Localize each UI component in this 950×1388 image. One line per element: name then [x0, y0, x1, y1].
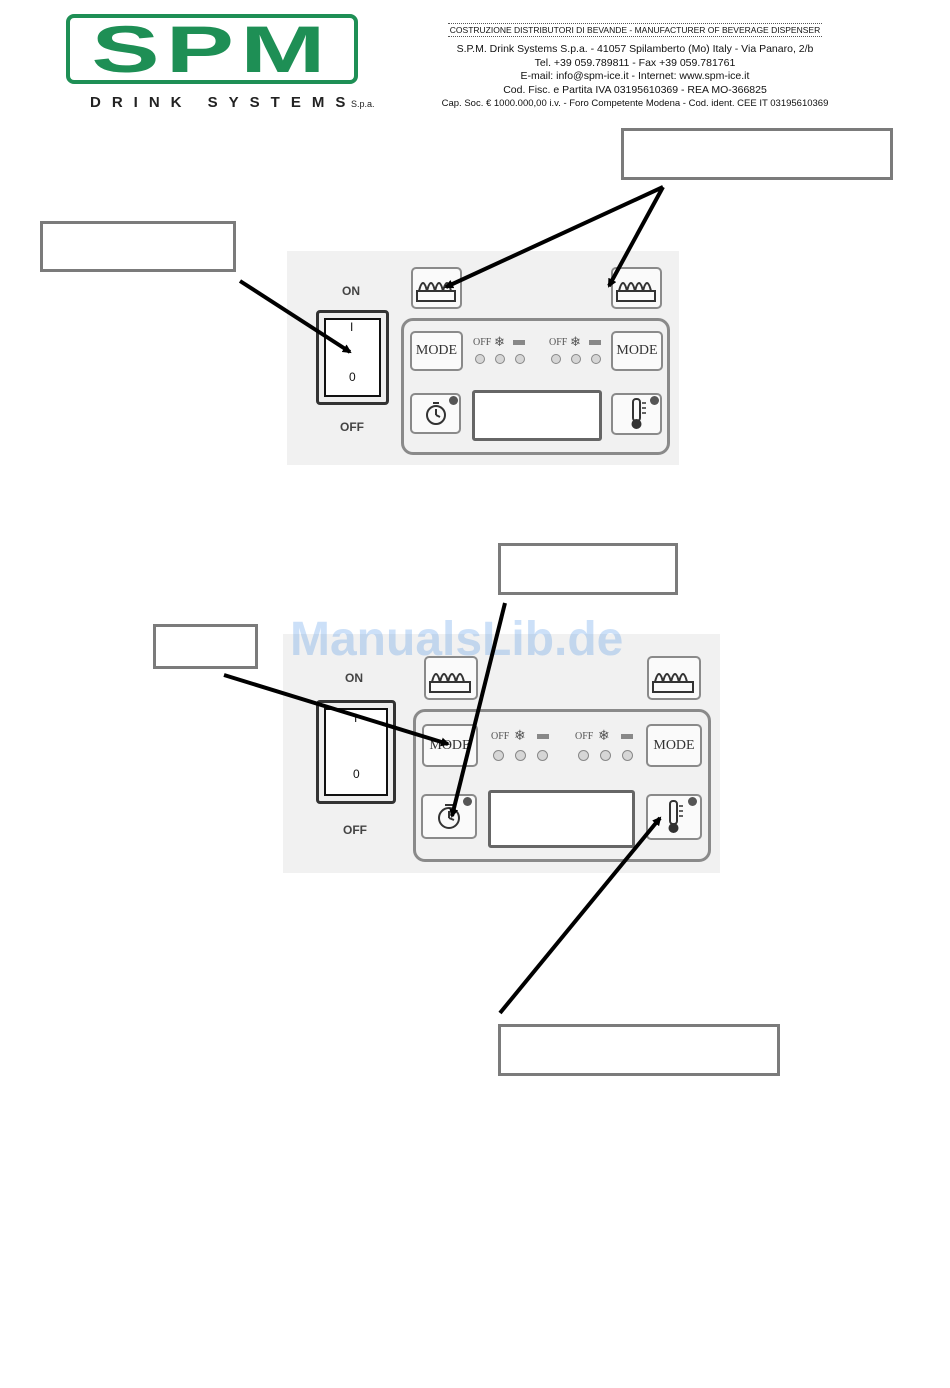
indicator-off-label: OFF: [491, 731, 510, 742]
status-led: [537, 750, 548, 761]
electronic-controller-1: [401, 318, 670, 455]
switch-off-mark: 0: [353, 767, 360, 781]
coil-icon: [616, 282, 656, 302]
heat-bar-icon: [621, 734, 633, 739]
company-tax: Cod. Fisc. e Partita IVA 03195610369 - R…: [503, 83, 767, 96]
logo-text: SPM: [91, 12, 333, 86]
company-address: S.P.M. Drink Systems S.p.a. - 41057 Spil…: [456, 43, 814, 55]
indicator-off-label: OFF: [473, 337, 492, 348]
company-logo: SPM: [66, 14, 358, 84]
heat-bar-icon: [513, 340, 525, 345]
snow-icon: ❄: [494, 334, 505, 349]
company-tagline: COSTRUZIONE DISTRIBUTORI DI BEVANDE - MA…: [447, 23, 823, 37]
status-led: [578, 750, 589, 761]
arrow-to-thermometer: [498, 816, 662, 1015]
switch-off-label: OFF: [343, 823, 367, 837]
heat-bar-icon: [537, 734, 549, 739]
company-capital: Cap. Soc. € 1000.000,00 i.v. - Foro Comp…: [441, 98, 829, 109]
coil-button-left[interactable]: [424, 656, 478, 700]
watermark: ManualsLib.de: [290, 613, 624, 666]
switch-off-mark: 0: [349, 370, 356, 384]
switch-on-label: ON: [342, 284, 360, 298]
snow-icon: ❄: [570, 334, 581, 349]
main-power-switch[interactable]: I 0: [316, 310, 389, 405]
coil-button-right[interactable]: [611, 267, 662, 309]
indicator-off-label: OFF: [575, 731, 594, 742]
status-led: [493, 750, 504, 761]
arrow-to-coil-right: [607, 186, 665, 288]
thermometer-led: [688, 797, 697, 806]
thermometer-icon: [668, 800, 683, 833]
logo-suffix: S.p.a.: [351, 99, 375, 109]
status-led: [515, 750, 526, 761]
status-led: [495, 354, 505, 364]
callout-box-switch: [40, 221, 236, 272]
indicator-off-label: OFF: [549, 337, 568, 348]
temperature-display: [472, 390, 602, 441]
arrow-to-switch: [238, 279, 352, 354]
mode-button-left[interactable]: MODE: [410, 331, 463, 371]
status-led: [622, 750, 633, 761]
electronic-controller-2: [413, 709, 711, 862]
callout-box-thermometer: [498, 1024, 780, 1076]
switch-off-label: OFF: [340, 420, 364, 434]
callout-box-coils: [621, 128, 893, 180]
coil-button-right[interactable]: [647, 656, 701, 700]
mode-button-left[interactable]: MODE: [422, 724, 478, 767]
timer-led: [449, 396, 458, 405]
snow-icon: ❄: [514, 729, 526, 744]
status-led: [571, 354, 581, 364]
mode-button-right[interactable]: MODE: [611, 331, 663, 371]
switch-on-mark: I: [350, 320, 354, 334]
status-led: [515, 354, 525, 364]
company-email: E-mail: info@spm-ice.it - Internet: www.…: [520, 70, 750, 82]
thermometer-icon: [631, 398, 646, 429]
mode-button-right[interactable]: MODE: [646, 724, 702, 767]
switch-on-label: ON: [345, 671, 363, 685]
arrow-to-timer: [449, 602, 507, 818]
switch-on-mark: I: [354, 711, 358, 725]
callout-box-timer: [498, 543, 678, 595]
company-phone: Tel. +39 059.789811 - Fax +39 059.781761: [534, 56, 736, 69]
status-led: [600, 750, 611, 761]
status-led: [475, 354, 485, 364]
timer-led: [463, 797, 472, 806]
status-led: [591, 354, 601, 364]
arrow-to-coil-left: [444, 185, 664, 289]
thermometer-led: [650, 396, 659, 405]
callout-box-mode: [153, 624, 258, 669]
logo-subtitle: DRINK SYSTEMS: [90, 94, 357, 111]
company-info: COSTRUZIONE DISTRIBUTORI DI BEVANDE - MA…: [400, 20, 870, 111]
temperature-display: [488, 790, 635, 848]
coil-icon: [429, 673, 471, 693]
status-led: [551, 354, 561, 364]
coil-icon: [652, 673, 694, 693]
arrow-to-mode: [223, 673, 450, 747]
snow-icon: ❄: [598, 729, 610, 744]
timer-icon: [438, 803, 460, 829]
timer-icon: [425, 401, 446, 425]
heat-bar-icon: [589, 340, 601, 345]
